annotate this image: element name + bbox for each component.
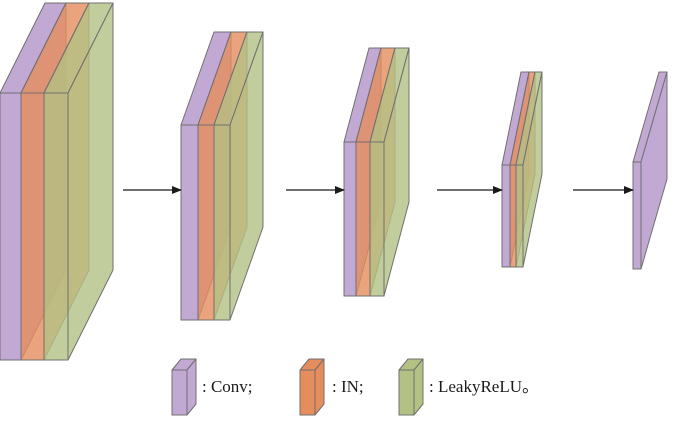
legend-swatch-leakyrelu-front bbox=[398, 369, 415, 416]
legend-swatch-leakyrelu bbox=[398, 358, 424, 416]
layer-block-2 bbox=[180, 31, 264, 321]
legend-swatch-in-front bbox=[299, 369, 316, 416]
legend-conv-label: : Conv; bbox=[202, 377, 253, 396]
legend-in-label: : IN; bbox=[332, 377, 364, 396]
slab-in-front bbox=[509, 164, 517, 268]
slab-leakyrelu bbox=[515, 71, 543, 268]
slab-leakyrelu bbox=[369, 47, 410, 297]
legend-swatch-conv bbox=[171, 358, 197, 416]
slab-conv-front bbox=[632, 161, 642, 270]
layer-block-4 bbox=[501, 71, 543, 268]
layer-block-3 bbox=[343, 47, 410, 297]
legend-leakyrelu-label: : LeakyReLU。 bbox=[429, 377, 539, 396]
slab-in-front bbox=[20, 92, 45, 361]
slab-leakyrelu bbox=[213, 31, 264, 321]
legend-swatch-in bbox=[299, 358, 325, 416]
slab-in-front bbox=[355, 141, 371, 297]
legend-swatches bbox=[171, 358, 424, 416]
slab-conv bbox=[632, 71, 668, 270]
slab-in-front bbox=[197, 124, 215, 321]
slab-leakyrelu-front bbox=[515, 164, 524, 268]
slab-leakyrelu-front bbox=[369, 141, 385, 297]
slab-conv-front bbox=[343, 141, 357, 297]
layer-block-1 bbox=[0, 2, 114, 361]
output-block bbox=[632, 71, 668, 270]
legend-swatch-conv-front bbox=[171, 369, 188, 416]
slab-leakyrelu bbox=[43, 2, 114, 361]
legend: : Conv; : IN; : LeakyReLU。 bbox=[171, 358, 539, 416]
slab-conv-front bbox=[180, 124, 199, 321]
slab-leakyrelu-front bbox=[213, 124, 231, 321]
slab-conv-front bbox=[0, 92, 22, 361]
layer-blocks bbox=[0, 2, 668, 361]
slab-leakyrelu-front bbox=[43, 92, 69, 361]
slab-conv-front bbox=[501, 164, 511, 268]
